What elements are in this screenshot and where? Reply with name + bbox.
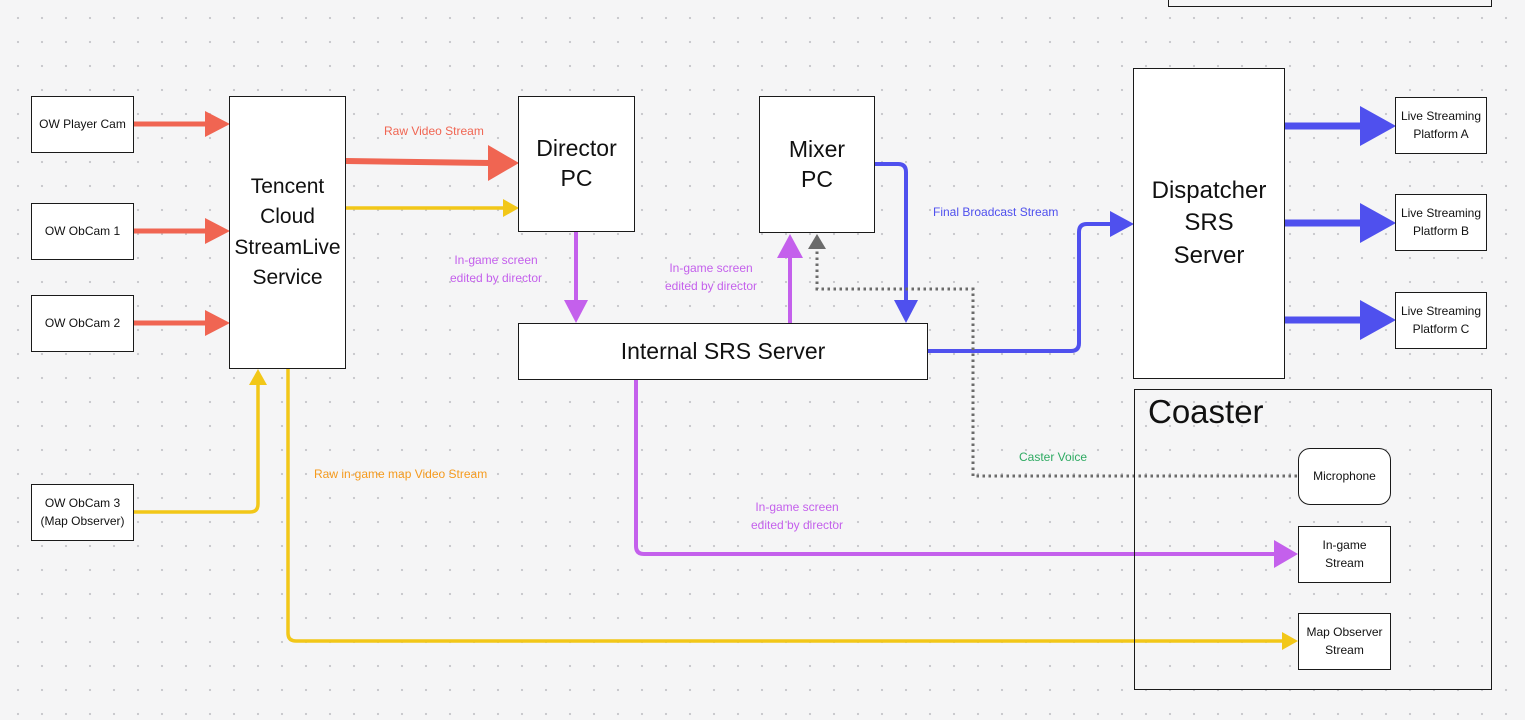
- edge-dispatcher-to-platform-b: [1285, 203, 1396, 243]
- offscreen-frame: [1168, 0, 1492, 7]
- edge-dispatcher-to-platform-c: [1285, 300, 1396, 340]
- final-broadcast-stream-label: Final Broadcast Stream: [933, 205, 1059, 219]
- edge-internal-srs-to-ingame-stream: [634, 380, 1298, 568]
- microphone-node: Microphone: [1298, 448, 1391, 505]
- ingame-director-label-3: In-game screen edited by director: [750, 500, 844, 532]
- raw-video-stream-label: Raw Video Stream: [384, 124, 484, 138]
- platform-c-node: Live Streaming Platform C: [1395, 292, 1487, 349]
- ingame-director-label-1: In-game screen edited by director: [449, 253, 543, 285]
- dispatcher-srs-server-node: Dispatcher SRS Server: [1133, 68, 1285, 379]
- edge-tencent-to-director-yellow: [346, 199, 519, 217]
- edge-internal-srs-to-dispatcher: [928, 211, 1134, 353]
- edge-tencent-to-map-observer: [286, 369, 1298, 650]
- ow-obcam-1-node: OW ObCam 1: [31, 203, 134, 260]
- edge-obcam1-to-tencent: [134, 218, 230, 244]
- edge-director-to-internal-srs: [564, 232, 588, 323]
- director-pc-node: Director PC: [518, 96, 635, 232]
- coaster-group: [1134, 389, 1492, 690]
- ow-player-cam-node: OW Player Cam: [31, 96, 134, 153]
- edge-microphone-to-mixer: [808, 234, 1297, 478]
- edge-obcam2-to-tencent: [134, 310, 230, 336]
- caster-voice-label: Caster Voice: [1019, 450, 1088, 464]
- map-observer-stream-node: Map Observer Stream: [1298, 613, 1391, 670]
- raw-map-stream-label: Raw in-game map Video Stream: [314, 467, 488, 481]
- coaster-group-title: Coaster: [1148, 393, 1264, 430]
- mixer-pc-node: Mixer PC: [759, 96, 875, 233]
- internal-srs-server-node: Internal SRS Server: [518, 323, 928, 380]
- ow-obcam-2-node: OW ObCam 2: [31, 295, 134, 352]
- edge-mixer-to-internal-srs: [875, 162, 918, 323]
- edge-player-cam-to-tencent: [134, 111, 230, 137]
- tencent-cloud-node: Tencent Cloud StreamLive Service: [229, 96, 346, 369]
- edge-obcam3-to-tencent: [134, 369, 267, 514]
- edge-internal-srs-to-mixer: [777, 234, 803, 323]
- platform-a-node: Live Streaming Platform A: [1395, 97, 1487, 154]
- ingame-director-label-2: In-game screen edited by director: [664, 261, 758, 293]
- platform-b-node: Live Streaming Platform B: [1395, 194, 1487, 251]
- edge-dispatcher-to-platform-a: [1285, 106, 1396, 146]
- ingame-stream-node: In-game Stream: [1298, 526, 1391, 583]
- ow-obcam-3-node: OW ObCam 3 (Map Observer): [31, 484, 134, 541]
- edge-tencent-to-director-raw: [345, 145, 519, 181]
